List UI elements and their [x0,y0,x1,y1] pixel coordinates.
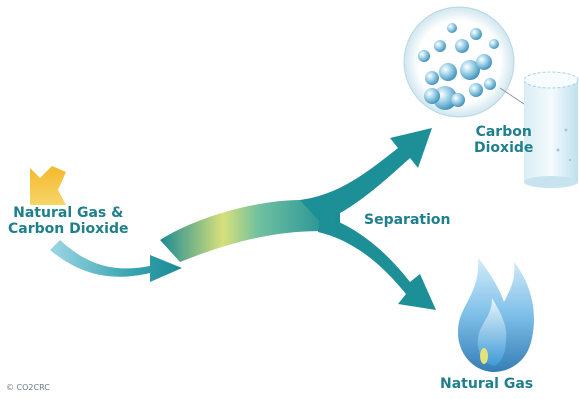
main-flow-band [160,200,340,262]
co2-label-line1: Carbon [475,124,532,140]
natural-gas-branch-arrow [318,215,436,310]
co2-label: Carbon Dioxide [474,124,533,156]
storage-cylinder-icon [523,71,579,188]
blue-gas-flame-icon [457,258,534,372]
co2-branch-arrow [300,128,432,222]
natural-gas-label: Natural Gas [440,376,534,392]
copyright-notice: © CO2CRC [6,383,50,392]
co2-bubbles-icon [403,6,515,118]
input-label: Natural Gas & Carbon Dioxide [8,205,129,237]
input-label-line2: Carbon Dioxide [8,221,129,238]
input-label-line1: Natural Gas & [13,205,124,221]
orange-flame-icon [30,166,66,205]
co2-label-line2: Dioxide [474,140,534,157]
separation-label: Separation [364,212,451,228]
inflow-arrow [50,240,182,282]
